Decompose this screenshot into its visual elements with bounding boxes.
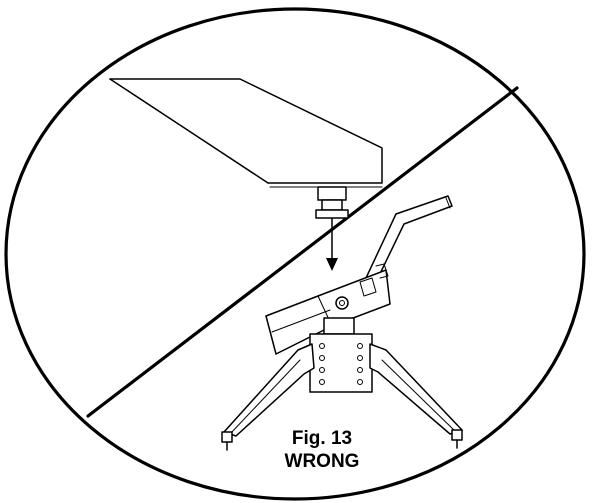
right-leg xyxy=(369,343,463,449)
figure-number-label: Fig. 13 xyxy=(291,428,353,449)
center-post xyxy=(309,317,373,393)
down-arrow-icon xyxy=(326,218,338,271)
oval-frame xyxy=(4,7,586,501)
release-handle xyxy=(365,195,453,283)
left-leg xyxy=(221,343,315,451)
prohibition-slash xyxy=(86,86,519,418)
hitch-head xyxy=(265,263,391,355)
truck-bed xyxy=(109,78,383,188)
figure-status-label: WRONG xyxy=(284,451,360,472)
king-pin xyxy=(315,186,349,219)
